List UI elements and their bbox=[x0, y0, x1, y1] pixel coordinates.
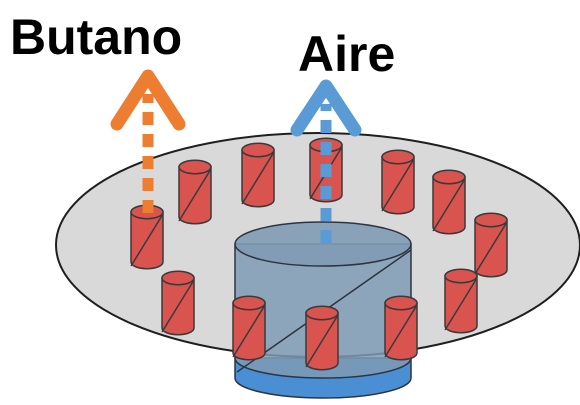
butano-arrow bbox=[110, 69, 186, 213]
pin-cylinder bbox=[232, 295, 266, 361]
pin-ring-front bbox=[161, 268, 478, 371]
pin-cylinder bbox=[444, 268, 478, 334]
butano-label: Butano bbox=[10, 9, 183, 65]
pin-cylinder bbox=[474, 212, 508, 278]
pin-cylinder bbox=[130, 204, 164, 270]
pin-cylinder bbox=[178, 159, 212, 225]
pin-cylinder bbox=[384, 295, 418, 361]
aire-label: Aire bbox=[298, 26, 396, 82]
pin-ring-back bbox=[130, 137, 508, 278]
pin-cylinder bbox=[432, 169, 466, 235]
pin-cylinder bbox=[161, 270, 195, 336]
aire-arrow bbox=[290, 79, 362, 243]
pin-cylinder bbox=[241, 142, 275, 208]
pin-cylinder bbox=[381, 149, 415, 215]
pin-cylinder bbox=[305, 305, 339, 371]
